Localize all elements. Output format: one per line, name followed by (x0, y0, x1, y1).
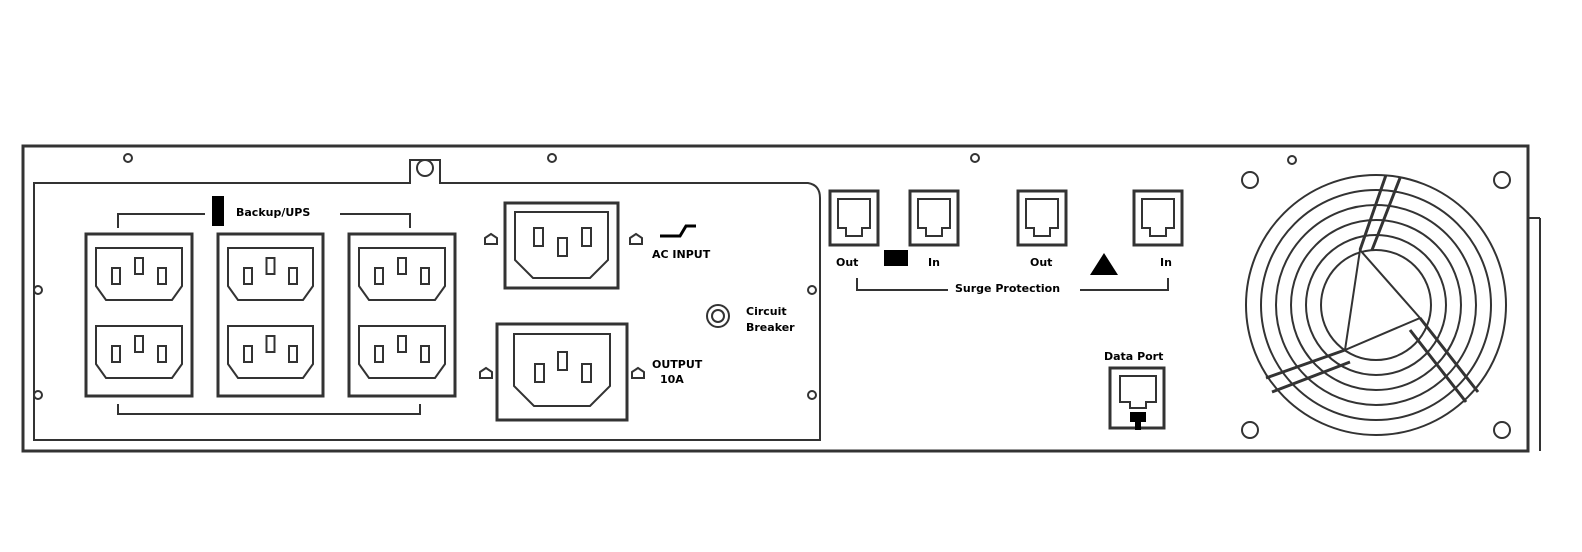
backup-outlet[interactable] (95, 247, 183, 301)
network-icon (1090, 253, 1118, 275)
ac-input-socket[interactable] (503, 201, 620, 290)
backup-outlet[interactable] (358, 325, 446, 379)
backup-outlets (84, 232, 457, 398)
circuit-breaker-label: Circuit (746, 305, 787, 318)
surge-ports (828, 189, 1184, 247)
network-out-label: Out (1030, 256, 1052, 269)
surge-protection-label: Surge Protection (955, 282, 1060, 295)
output-socket[interactable] (495, 322, 629, 422)
rj-port[interactable] (908, 189, 960, 247)
outlet-panel (33, 159, 821, 441)
outlet-group-label: Backup/UPS (236, 206, 310, 219)
fan-grille (1241, 171, 1511, 439)
phone-in-label: In (928, 256, 940, 269)
power-plug-icon (660, 224, 696, 238)
rj-port[interactable] (1016, 189, 1068, 247)
phone-icon (884, 250, 908, 266)
chassis-outline (21, 144, 1530, 453)
output-label: OUTPUT (652, 358, 703, 371)
data-port-label: Data Port (1104, 350, 1163, 363)
backup-outlet[interactable] (227, 247, 314, 301)
output-label-2: 10A (660, 373, 684, 386)
backup-outlet[interactable] (95, 325, 183, 379)
battery-icon (212, 196, 224, 226)
circuit-breaker-button[interactable] (706, 304, 730, 328)
rj-port[interactable] (828, 189, 880, 247)
outlet-pair-frame (216, 232, 325, 398)
phone-out-label: Out (836, 256, 858, 269)
circuit-breaker-label-2: Breaker (746, 321, 795, 334)
mount-holes (33, 153, 1297, 400)
screw (416, 159, 434, 177)
outlet-pair-frame (84, 232, 194, 398)
usb-icon (1130, 412, 1146, 430)
outlet-pair-frame (347, 232, 457, 398)
backup-outlet[interactable] (227, 325, 314, 379)
backup-outlet[interactable] (358, 247, 446, 301)
network-in-label: In (1160, 256, 1172, 269)
ac-input-label: AC INPUT (652, 248, 711, 261)
rj-port[interactable] (1132, 189, 1184, 247)
